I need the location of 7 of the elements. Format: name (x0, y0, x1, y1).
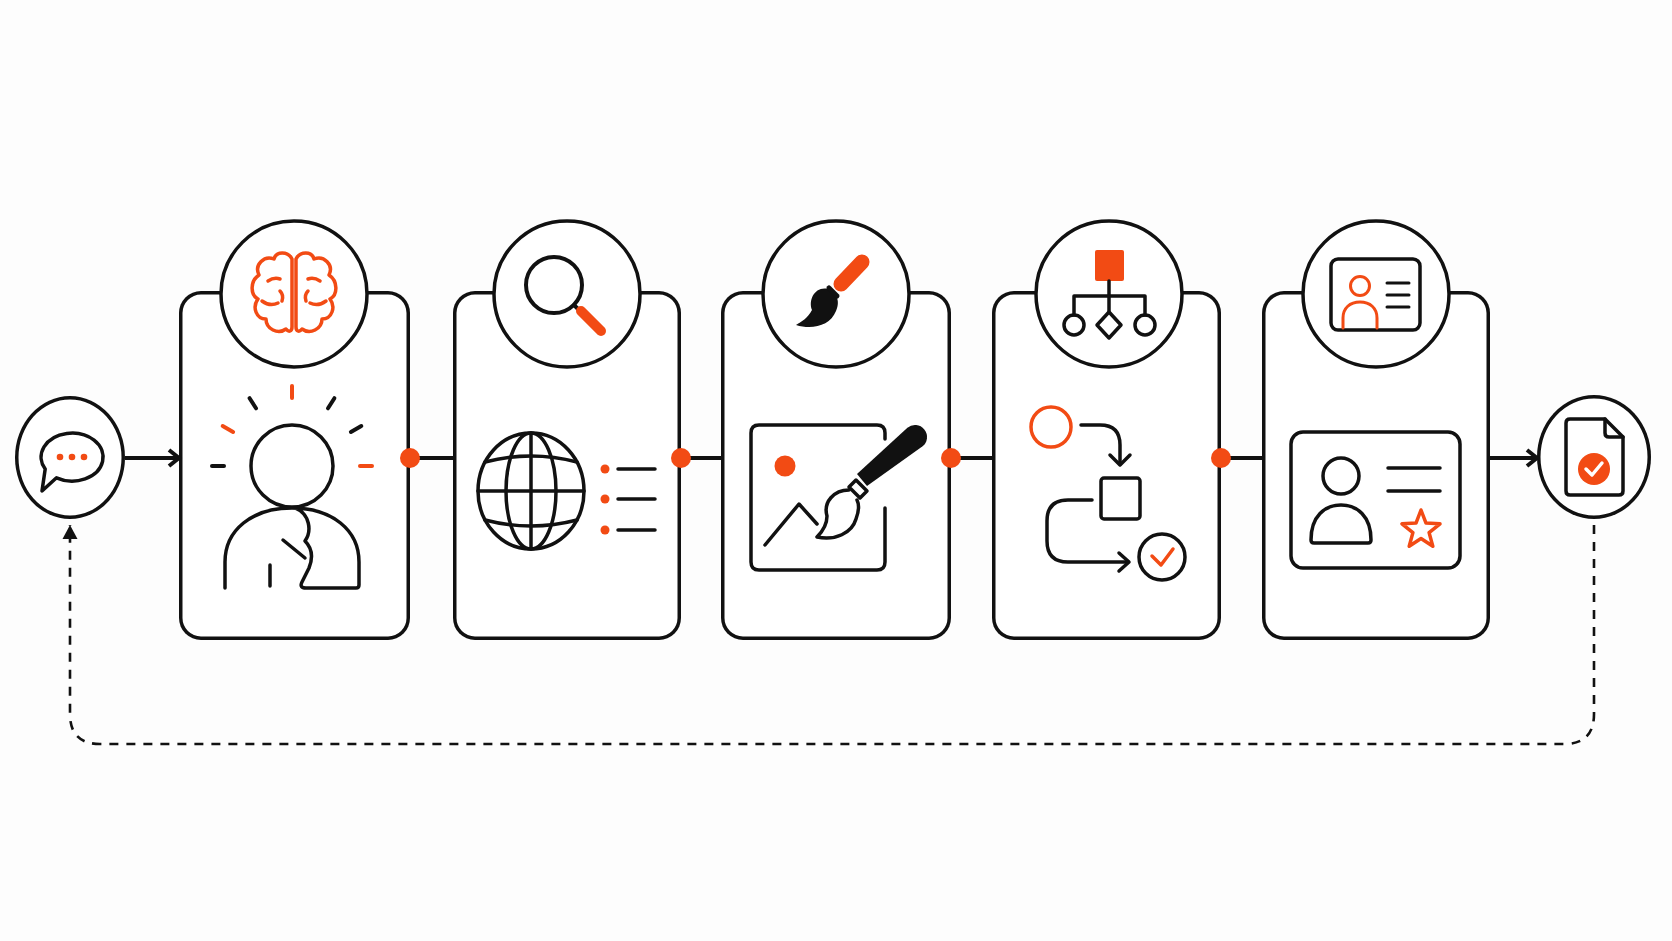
connector-line (1211, 448, 1262, 468)
connector-line (941, 448, 992, 468)
arrow (1490, 448, 1539, 468)
dashed-arrow (62, 525, 1596, 746)
arrow (125, 448, 181, 468)
connector-line (400, 448, 453, 468)
connector-line (671, 448, 721, 468)
